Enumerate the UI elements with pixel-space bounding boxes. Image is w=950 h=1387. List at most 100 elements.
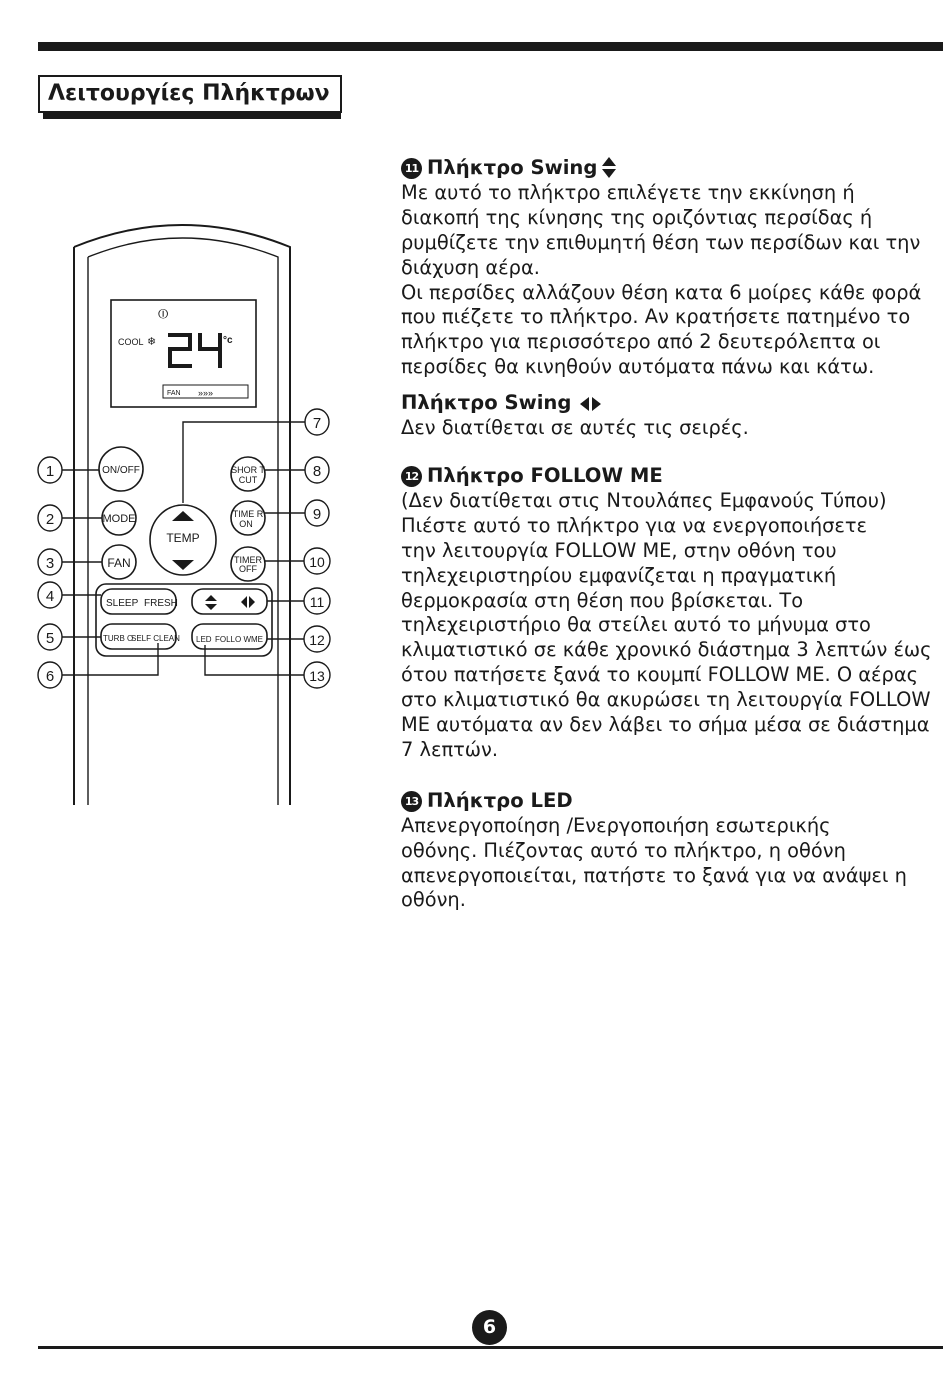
callout-10 [303,547,331,575]
swing-horizontal-title: Πλήκτρο Swing [401,391,572,415]
callout-5 [37,623,63,651]
led-followme-button[interactable] [191,623,268,650]
led-label: LED [196,635,212,644]
fan-speed-frame [162,384,249,399]
timer-off-button[interactable] [230,546,266,582]
section-11-heading: 11 Πλήκτρο Swing [401,156,941,181]
section-11-line: που πιέζετε το πλήκτρο. Αν κρατήσετε πατ… [401,305,911,329]
section-12-line: ότου πατήσετε ξανά το κουμπί FOLLOW ME. … [401,663,919,687]
swing-buttons[interactable] [191,588,268,615]
section-11-number: 11 [401,157,422,179]
section-12-number: 12 [401,465,422,487]
top-rule [38,42,943,51]
timer-off-label-line1: TIMER [234,555,262,565]
section-11-line: περσίδες θα κινηθούν αυτόματα πάνω και κ… [401,355,875,379]
power-symbol: ⏼ [158,306,168,321]
section-title-box: Λειτουργίες Πλήκτρων [38,75,342,119]
callout-markers: 1 2 3 4 5 6 7 8 9 10 11 12 13 [37,408,331,689]
svg-text:5: 5 [46,630,54,647]
section-12-line: Πιέστε αυτό το πλήκτρο για να ενεργοποιή… [401,513,868,537]
svg-text:8: 8 [313,463,321,480]
section-11-title: Πλήκτρο Swing [427,156,598,179]
follow-me-label: FOLLO WME [215,635,263,644]
bottom-rule [38,1346,943,1349]
section-12-line: 7 λεπτών. [401,737,499,761]
swing-horizontal-heading: Πλήκτρο Swing [401,391,941,416]
section-11-line: διακοπή της κίνησης της οριζόντιας περσί… [401,205,873,229]
section-12-line: στο κλιματιστικό θα ακυρώσει τη λειτουργ… [401,688,931,712]
callout-13 [303,661,331,689]
callout-3 [37,548,63,576]
temp-label: TEMP [166,531,199,545]
swing-horizontal-icon [241,596,255,608]
section-12-line: (Δεν διατίθεται στις Ντουλάπες Εμφανούς … [401,488,887,512]
callout-9 [304,499,330,527]
callout-4 [37,581,63,609]
display-unit: °c [223,335,233,346]
mode-label: MODE [103,513,136,525]
turbo-label: TURB O [103,634,133,643]
display-temperature [168,333,222,368]
svg-text:4: 4 [46,588,54,605]
fresh-label: FRESH [144,598,178,609]
timer-on-label-line2: ON [239,519,253,529]
section-11-line: πλήκτρο για περισσότερο από 2 δευτερόλεπ… [401,330,881,354]
on-off-button[interactable] [98,446,144,492]
swing-vertical-icon [205,595,217,610]
fan-bars: »»» [198,388,213,398]
timer-off-label-line2: OFF [239,564,257,574]
svg-text:1: 1 [46,463,54,480]
sleep-fresh-button[interactable] [100,588,177,615]
section-12-line: τηλεχειριστηρίου εμφανίζεται η πραγματικ… [401,563,837,587]
callout-6 [37,661,63,689]
svg-text:9: 9 [313,506,321,523]
instructions-column: 11 Πλήκτρο Swing Με αυτό το πλήκτρο επιλ… [401,156,941,913]
display-mode-label: COOL [118,337,144,347]
snowflake-icon: ❄ [147,336,156,348]
section-12-line: κλιματιστικό σε κάθε χρονικό διάστημα 3 … [401,638,932,662]
callout-lines [62,421,305,676]
svg-text:3: 3 [46,555,54,572]
timer-on-button[interactable] [230,500,266,536]
section-11-line: ρυμθίζετε την επιθυμητή θέση των περσίδω… [401,230,921,254]
svg-text:7: 7 [313,415,321,432]
fan-label: FAN [107,556,130,570]
remote-body-inner [87,237,279,805]
lcd-display [110,299,257,408]
svg-text:6: 6 [46,668,54,685]
svg-text:11: 11 [310,594,325,610]
sleep-label: SLEEP [106,598,139,609]
horizontal-swing-icon [580,396,602,411]
section-13-line: οθόνη. [401,888,466,912]
shortcut-label-line2: CUT [239,475,258,485]
remote-body-outer [73,224,291,805]
self-clean-label: SELF CLEAN [131,634,180,643]
vertical-swing-icon [602,157,617,179]
callout-7 [304,408,330,436]
section-11-line: διάχυση αέρα. [401,255,540,279]
section-13-heading: 13 Πλήκτρο LED [401,789,941,814]
shortcut-label-line1: SHOR T [231,465,265,475]
shortcut-button[interactable] [230,456,266,492]
section-12-line: τηλεχειριστήριο θα στείλει αυτό το μήνυμ… [401,613,871,637]
section-13-line: απενεργοποιείται, πατήστε το ξανά για να… [401,863,907,887]
callout-8 [304,456,330,484]
section-13-number: 13 [401,790,422,812]
remote-control-diagram: ⏼ COOL ❄ °c FAN »»» ON/OFF MODE FAN TEMP… [37,224,331,805]
section-12-heading: 12 Πλήκτρο FOLLOW ME [401,464,941,489]
temp-down-arrow [172,560,194,570]
page-number: 6 [472,1310,507,1345]
temp-up-arrow [172,511,194,521]
timer-on-label-line1: TIME R [233,509,264,519]
section-11-line: Με αυτό το πλήκτρο επιλέγετε την εκκίνησ… [401,180,855,204]
callout-11 [303,587,331,615]
section-13-line: Απενεργοποίηση /Ενεργοποιήση εσωτερικής [401,813,831,837]
section-13-title: Πλήκτρο LED [427,788,573,812]
section-12-line: ME αυτόματα αν δεν λάβει το σήμα μέσα σε… [401,713,930,737]
swing-horizontal-line: Δεν διατίθεται σε αυτές τις σειρές. [401,416,749,440]
callout-1 [37,456,63,484]
temp-button[interactable] [149,504,217,576]
svg-text:13: 13 [309,668,325,684]
lower-buttons-frame [95,583,273,657]
section-13-line: οθόνης. Πιέζοντας αυτό το πλήκτρο, η οθό… [401,838,846,862]
